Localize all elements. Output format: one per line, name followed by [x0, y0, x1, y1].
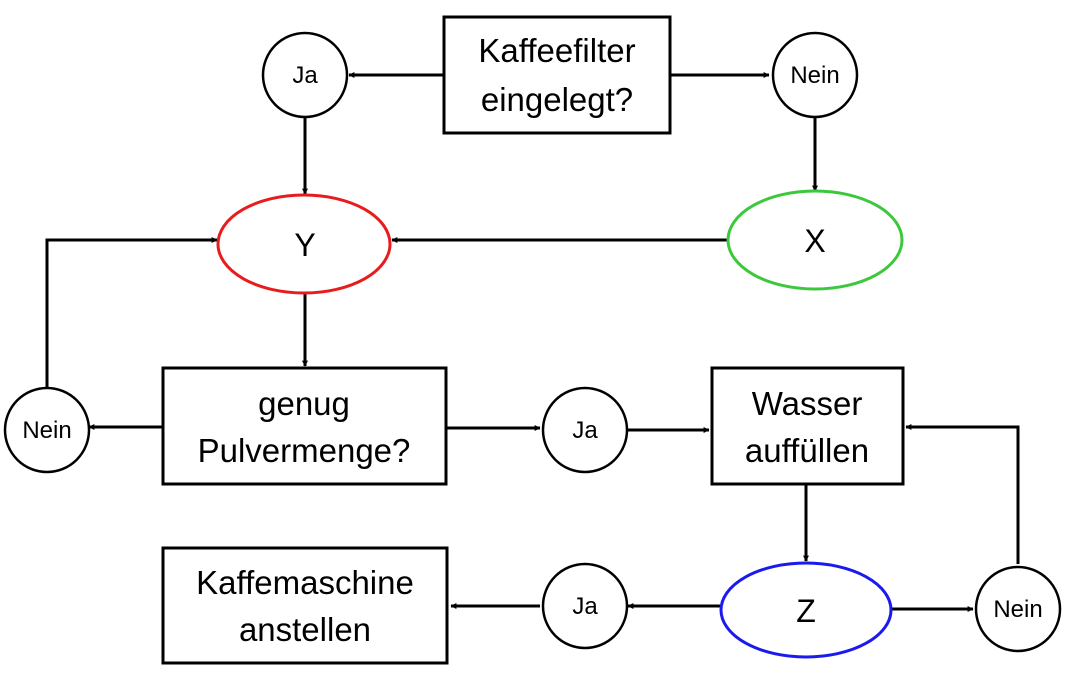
connectors — [45, 72, 1020, 612]
filter-yes-label: Ja — [292, 62, 318, 89]
powder-no-label: Nein — [22, 417, 71, 444]
powder-yes-label: Ja — [572, 417, 598, 444]
z-no-node: Nein — [974, 565, 1062, 653]
z-no-label: Nein — [993, 596, 1042, 623]
filter-question-line2: eingelegt? — [481, 81, 633, 118]
filter-no-label: Nein — [790, 62, 839, 89]
x-step-label: X — [804, 223, 825, 259]
z-step-oval: Z — [719, 561, 893, 659]
powder-question-line2: Pulvermenge? — [198, 432, 411, 469]
z-yes-label: Ja — [572, 593, 598, 620]
powder-no-node: Nein — [3, 386, 91, 474]
final-step-line2: anstellen — [239, 611, 371, 648]
z-yes-node: Ja — [541, 562, 629, 650]
filter-question-box: Kaffeefilter eingelegt? — [442, 15, 672, 135]
arrow-nein-back-to-y — [45, 237, 218, 387]
z-step-label: Z — [796, 593, 816, 629]
water-step-line2: auffüllen — [745, 432, 869, 469]
powder-question-line1: genug — [258, 385, 350, 422]
final-step-box: Kaffemaschine anstellen — [161, 546, 449, 665]
x-step-oval: X — [726, 189, 904, 291]
y-step-label: Y — [294, 227, 315, 263]
arrow-nein-back-to-water — [905, 424, 1020, 564]
powder-question-box: genug Pulvermenge? — [161, 366, 448, 486]
filter-question-line1: Kaffeefilter — [478, 32, 635, 69]
y-step-oval: Y — [216, 193, 392, 295]
water-step-box: Wasser auffüllen — [710, 366, 905, 486]
filter-no-node: Nein — [771, 31, 859, 119]
final-step-line1: Kaffemaschine — [196, 564, 414, 601]
filter-yes-node: Ja — [261, 31, 349, 119]
powder-yes-node: Ja — [541, 386, 629, 474]
water-step-line1: Wasser — [752, 385, 863, 422]
